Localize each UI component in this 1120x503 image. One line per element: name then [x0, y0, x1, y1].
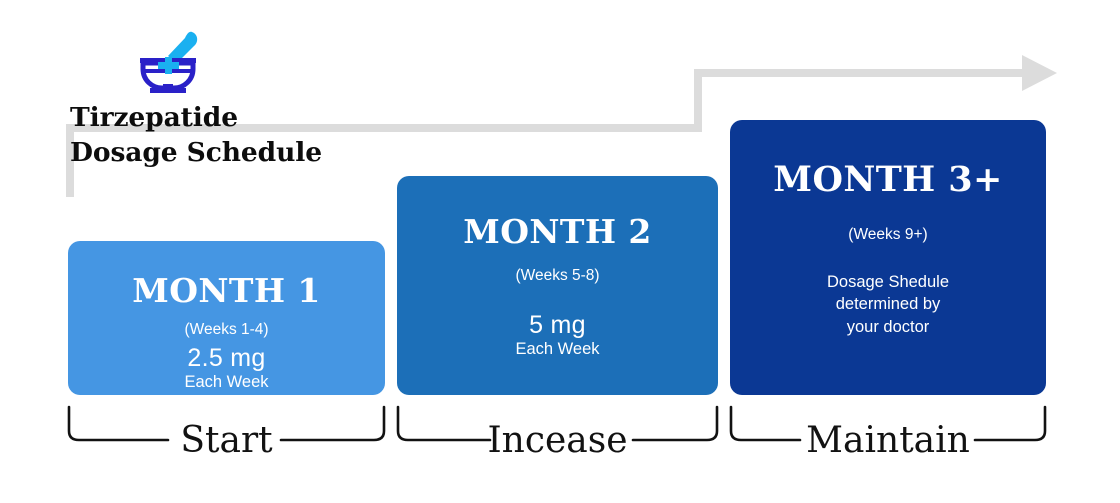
arrowhead-icon — [1022, 55, 1057, 91]
card-dose-frequency: Each Week — [184, 373, 269, 391]
dosage-card-month-3-plus[interactable]: MONTH 3+ (Weeks 9+) Dosage Shedule deter… — [730, 120, 1046, 395]
card-weeks: (Weeks 9+) — [848, 226, 928, 243]
card-dose: 2.5 mg — [187, 344, 266, 372]
dosage-card-month-1[interactable]: MONTH 1 (Weeks 1-4) 2.5 mg Each Week — [68, 241, 385, 395]
page-title: Tirzepatide Dosage Schedule — [70, 102, 322, 169]
card-weeks: (Weeks 5-8) — [515, 267, 600, 284]
card-dose-frequency: Each Week — [515, 340, 600, 358]
dosage-card-month-2[interactable]: MONTH 2 (Weeks 5-8) 5 mg Each Week — [397, 176, 718, 395]
card-title: MONTH 3+ — [773, 159, 1003, 200]
header-block: Tirzepatide Dosage Schedule — [70, 26, 370, 170]
card-note: Dosage Shedule determined by your doctor — [826, 273, 949, 336]
card-title: MONTH 2 — [463, 212, 652, 251]
card-title: MONTH 1 — [132, 271, 321, 310]
stage-label-maintain: Maintain — [806, 420, 970, 461]
stage-label-start: Start — [180, 420, 273, 461]
card-dose: 5 mg — [529, 311, 586, 339]
stage-label-increase: Incease — [487, 420, 628, 461]
mortar-and-pestle-icon — [140, 31, 198, 93]
card-weeks: (Weeks 1-4) — [184, 321, 269, 338]
